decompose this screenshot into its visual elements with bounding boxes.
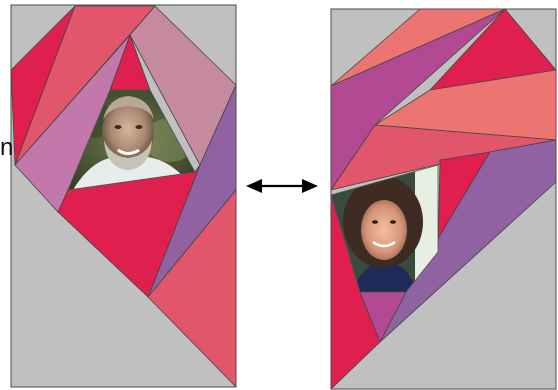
double-headed-arrow-icon [246, 179, 318, 193]
stray-text-fragment: n [0, 134, 13, 162]
left-frame [11, 5, 236, 387]
right-frame [325, 9, 556, 389]
